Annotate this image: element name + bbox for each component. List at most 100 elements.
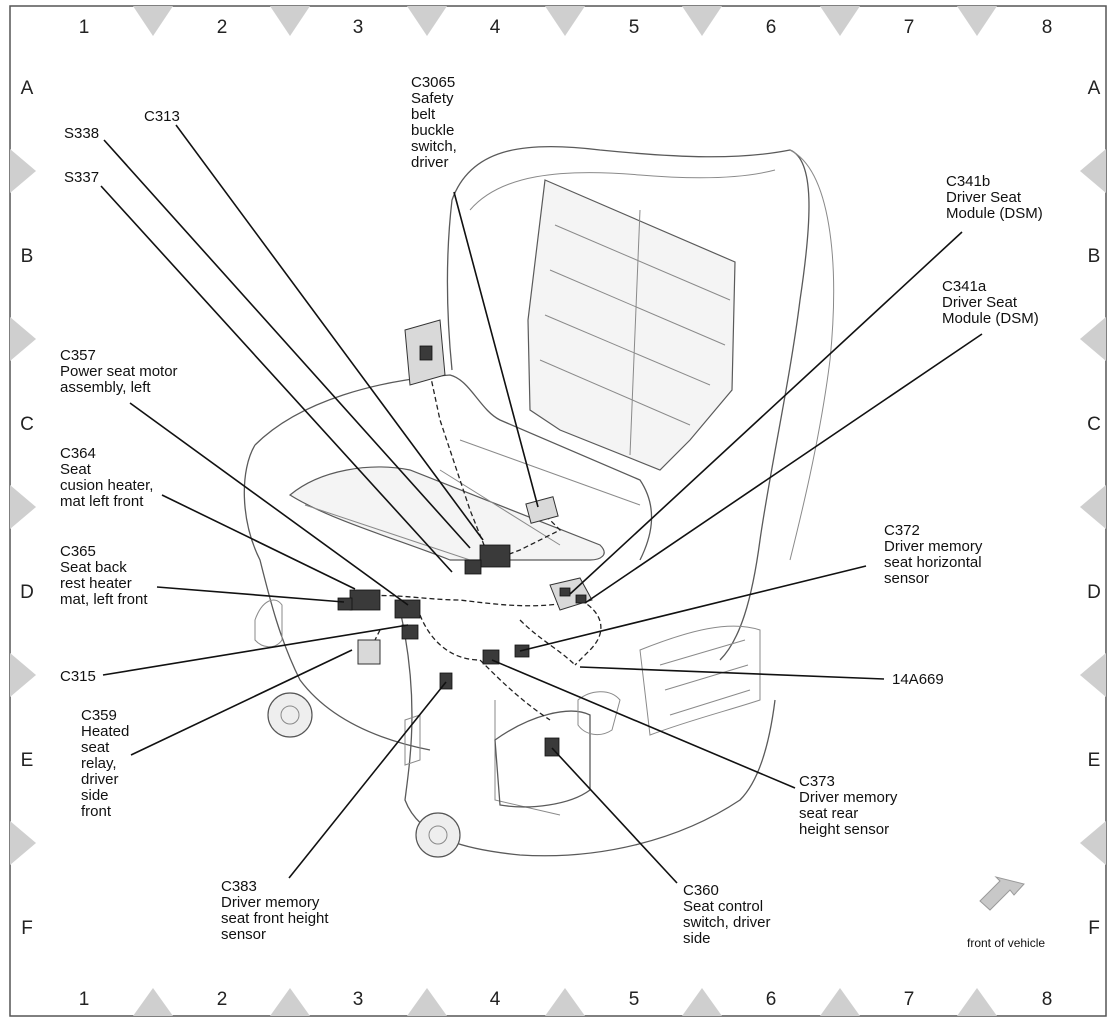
callout-line: Module (DSM) bbox=[942, 310, 1039, 327]
callout-line: C373 bbox=[799, 773, 835, 790]
seat-cushion-top-outline bbox=[254, 374, 653, 561]
callout-line: switch, driver bbox=[683, 914, 771, 931]
label-s337: S337 bbox=[64, 169, 99, 186]
grid-column-label-top: 1 bbox=[79, 17, 90, 38]
seat-back-panel bbox=[527, 179, 736, 471]
track-wheel-left bbox=[267, 692, 313, 738]
callout-line: front bbox=[81, 803, 112, 820]
callout-line: C341a bbox=[942, 278, 987, 295]
grid-marker-left bbox=[10, 821, 36, 865]
callout-line: S338 bbox=[64, 125, 99, 142]
seat-back-left-edge bbox=[446, 199, 453, 371]
leader-lines bbox=[100, 124, 983, 884]
callout-line: buckle bbox=[411, 122, 454, 139]
grid-marker-right bbox=[1080, 821, 1106, 865]
callout-line: Power seat motor bbox=[60, 363, 178, 380]
leader-14a669 bbox=[579, 666, 885, 680]
grid-column-label-bottom: 3 bbox=[353, 989, 364, 1010]
callout-line: side bbox=[81, 787, 109, 804]
leader-c341b bbox=[569, 231, 963, 595]
track-bracket-left bbox=[254, 599, 283, 648]
grid-marker-left bbox=[10, 485, 36, 529]
label-c315: C315 bbox=[60, 668, 96, 685]
callout-line: C341b bbox=[946, 173, 990, 190]
callout-line: relay, bbox=[81, 755, 117, 772]
harness-main-trunk bbox=[349, 594, 602, 666]
switch-bezel bbox=[494, 710, 591, 808]
grid-column-label-bottom: 2 bbox=[217, 989, 228, 1010]
grid-row-label-right: E bbox=[1088, 750, 1101, 771]
seat-pivot-knob bbox=[577, 691, 621, 736]
grid-row-label-right: B bbox=[1088, 246, 1101, 267]
grid-column-label-top: 4 bbox=[490, 17, 501, 38]
callout-line: C360 bbox=[683, 882, 719, 899]
leader-c359 bbox=[130, 649, 353, 756]
seat-cushion-seam-2 bbox=[439, 469, 561, 546]
c357-connector bbox=[394, 599, 421, 619]
callout-line: C359 bbox=[81, 707, 117, 724]
callout-line: Seat back bbox=[60, 559, 127, 576]
track-wheel-front-hub bbox=[428, 825, 448, 845]
callout-line: C315 bbox=[60, 668, 96, 685]
grid-row-label-left: C bbox=[20, 414, 34, 435]
grid-marker-top bbox=[820, 6, 860, 36]
track-wheel-front bbox=[415, 812, 461, 858]
leader-c341a bbox=[584, 333, 983, 604]
label-14a669: 14A669 bbox=[892, 671, 944, 688]
callout-line: Seat control bbox=[683, 898, 763, 915]
callout-line: sensor bbox=[884, 570, 929, 587]
seat-back-rib-1 bbox=[554, 224, 731, 301]
seat-side-bolster bbox=[789, 149, 835, 561]
callout-line: mat left front bbox=[60, 493, 144, 510]
front-arrow-icon bbox=[979, 876, 1025, 911]
grid-marker-top bbox=[545, 6, 585, 36]
leader-c3065 bbox=[453, 191, 539, 508]
callout-line: Driver memory bbox=[221, 894, 320, 911]
seat-cushion-panel bbox=[288, 466, 605, 561]
callout-line: seat front height bbox=[221, 910, 329, 927]
label-c313: C313 bbox=[144, 108, 180, 125]
leader-c313 bbox=[175, 124, 484, 541]
callout-line: Safety bbox=[411, 90, 454, 107]
callout-line: height sensor bbox=[799, 821, 889, 838]
grid-column-label-top: 7 bbox=[904, 17, 915, 38]
grid-column-label-bottom: 1 bbox=[79, 989, 90, 1010]
grid-marker-top bbox=[270, 6, 310, 36]
grid-column-label-bottom: 7 bbox=[904, 989, 915, 1010]
leader-s337 bbox=[100, 185, 453, 573]
leader-c373 bbox=[491, 659, 796, 789]
grid-column-label-top: 8 bbox=[1042, 17, 1053, 38]
callout-line: S337 bbox=[64, 169, 99, 186]
leader-c383 bbox=[288, 681, 447, 879]
callout-line: C313 bbox=[144, 108, 180, 125]
grid-row-label-left: D bbox=[20, 582, 34, 603]
callout-line: Module (DSM) bbox=[946, 205, 1043, 222]
grid-marker-bottom bbox=[957, 988, 997, 1016]
grid-marker-bottom bbox=[545, 988, 585, 1016]
callout-line: 14A669 bbox=[892, 671, 944, 688]
grid-row-label-left: B bbox=[21, 246, 34, 267]
grid-marker-bottom bbox=[270, 988, 310, 1016]
buckle-switch-connector bbox=[525, 496, 559, 524]
seat-back-rib-2 bbox=[549, 269, 726, 346]
callout-line: driver bbox=[81, 771, 119, 788]
grid-marker-bottom bbox=[682, 988, 722, 1016]
grid-marker-bottom bbox=[133, 988, 173, 1016]
callout-line: mat, left front bbox=[60, 591, 148, 608]
seat-back-rib-4 bbox=[539, 359, 691, 426]
callout-line: C3065 bbox=[411, 74, 455, 91]
grid-column-label-top: 5 bbox=[629, 17, 640, 38]
grid-marker-right bbox=[1080, 485, 1106, 529]
c341a-connector bbox=[575, 594, 587, 604]
seat-base-panel-edge bbox=[494, 700, 561, 816]
